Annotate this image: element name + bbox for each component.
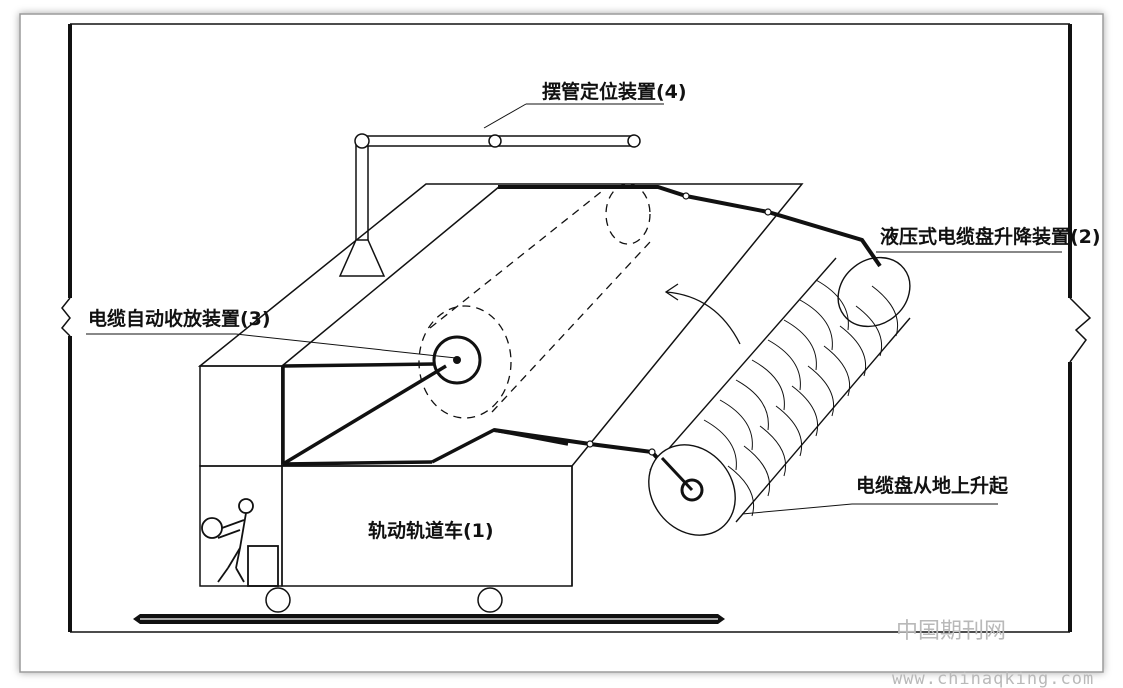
left-wall: [60, 23, 1070, 633]
lift-arm-upper: [498, 185, 882, 268]
wheel-right: [477, 587, 503, 613]
label-pipe-device: 摆管定位装置(4): [542, 80, 687, 103]
label-lift-device: 液压式电缆盘升降装置(2): [880, 225, 1101, 248]
label-reel-device: 电缆自动收放装置(3): [88, 307, 271, 330]
cable-drum-rings: [703, 279, 898, 517]
label-rail-car: 轨动轨道车(1): [368, 519, 494, 542]
floor-rail: [133, 614, 725, 624]
outer-frame: [19, 13, 1104, 673]
leader-lines: [86, 103, 1062, 515]
watermark-url: www.chinaqking.com: [892, 669, 1094, 688]
label-drum-rising: 电缆盘从地上升起: [856, 474, 1009, 497]
pipe-positioning-device: [338, 133, 641, 277]
operator-figure: [201, 498, 279, 587]
right-wall: [1068, 24, 1092, 632]
dashed-drum: [418, 183, 651, 419]
watermark-name: 中国期刊网: [896, 619, 1006, 644]
wheel-left: [265, 587, 291, 613]
cable-drum: [648, 256, 911, 536]
reel-hub-inner: [453, 356, 461, 364]
rotation-arrow: [664, 283, 741, 345]
